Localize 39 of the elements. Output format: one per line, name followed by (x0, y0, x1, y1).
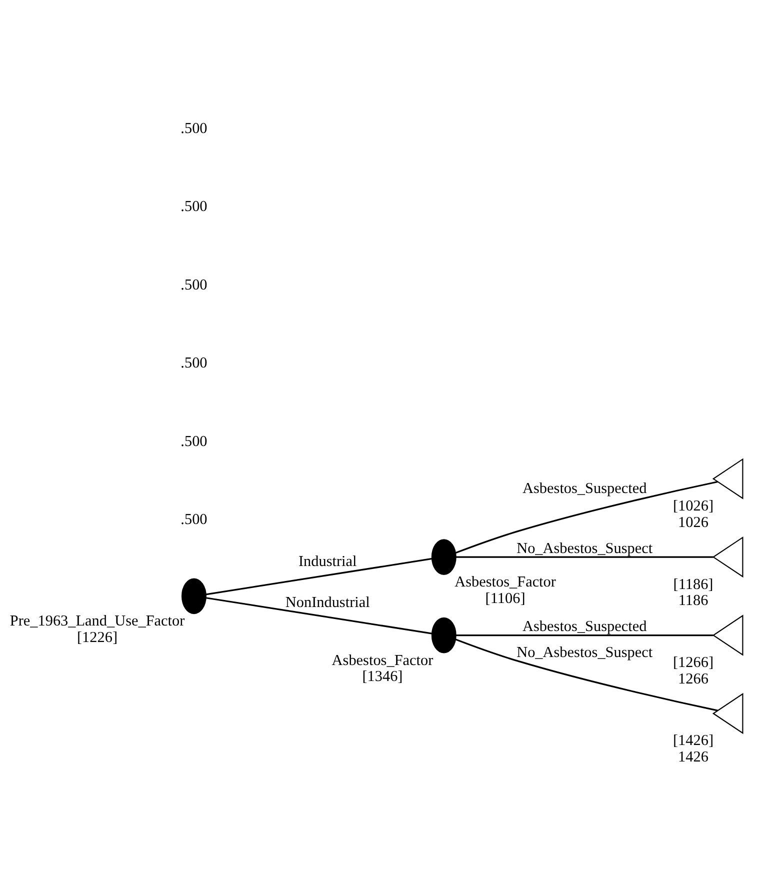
node-label: [1346] (362, 668, 403, 686)
node-label: [1026] (672, 498, 714, 515)
edge-label: No_Asbestos_Suspect (516, 644, 653, 662)
node-label: [1186] (673, 576, 714, 593)
label: .500 (180, 120, 208, 137)
label: .500 (180, 354, 208, 372)
node-triangle (712, 458, 744, 500)
node-circle (431, 539, 456, 575)
node-label: 1426 (678, 748, 708, 766)
node-label: Asbestos_Factor (332, 652, 434, 669)
node-label: [1426] (672, 732, 714, 750)
label: .500 (180, 276, 208, 294)
edge-label: Asbestos_Suspected (522, 480, 647, 498)
connector (206, 558, 432, 596)
node-circle (431, 617, 456, 654)
edge-label: Asbestos_Suspected (522, 618, 647, 636)
connector (456, 634, 714, 636)
node-circle (181, 578, 206, 614)
node-triangle (712, 614, 744, 656)
node-triangle (712, 536, 744, 578)
node-label: 1266 (678, 670, 708, 688)
node-label: [1266] (672, 654, 714, 671)
edge-label: Industrial (298, 552, 357, 570)
connector (456, 480, 718, 554)
node-label: Asbestos_Factor (454, 574, 556, 591)
node-label: 1186 (678, 592, 708, 610)
node-label: [1226] (76, 629, 118, 646)
connector (206, 597, 432, 634)
connector (456, 638, 718, 712)
node-triangle (712, 692, 744, 734)
edge-label: NonIndustrial (285, 594, 370, 612)
label: .500 (180, 432, 208, 450)
node-label: 1026 (678, 514, 708, 531)
node-label: [1106] (485, 590, 526, 607)
connector (456, 556, 714, 558)
label: .500 (180, 511, 208, 528)
label: .500 (180, 198, 208, 216)
edge-label: No_Asbestos_Suspect (516, 540, 653, 557)
node-label: Pre_1963_Land_Use_Factor (10, 612, 185, 630)
